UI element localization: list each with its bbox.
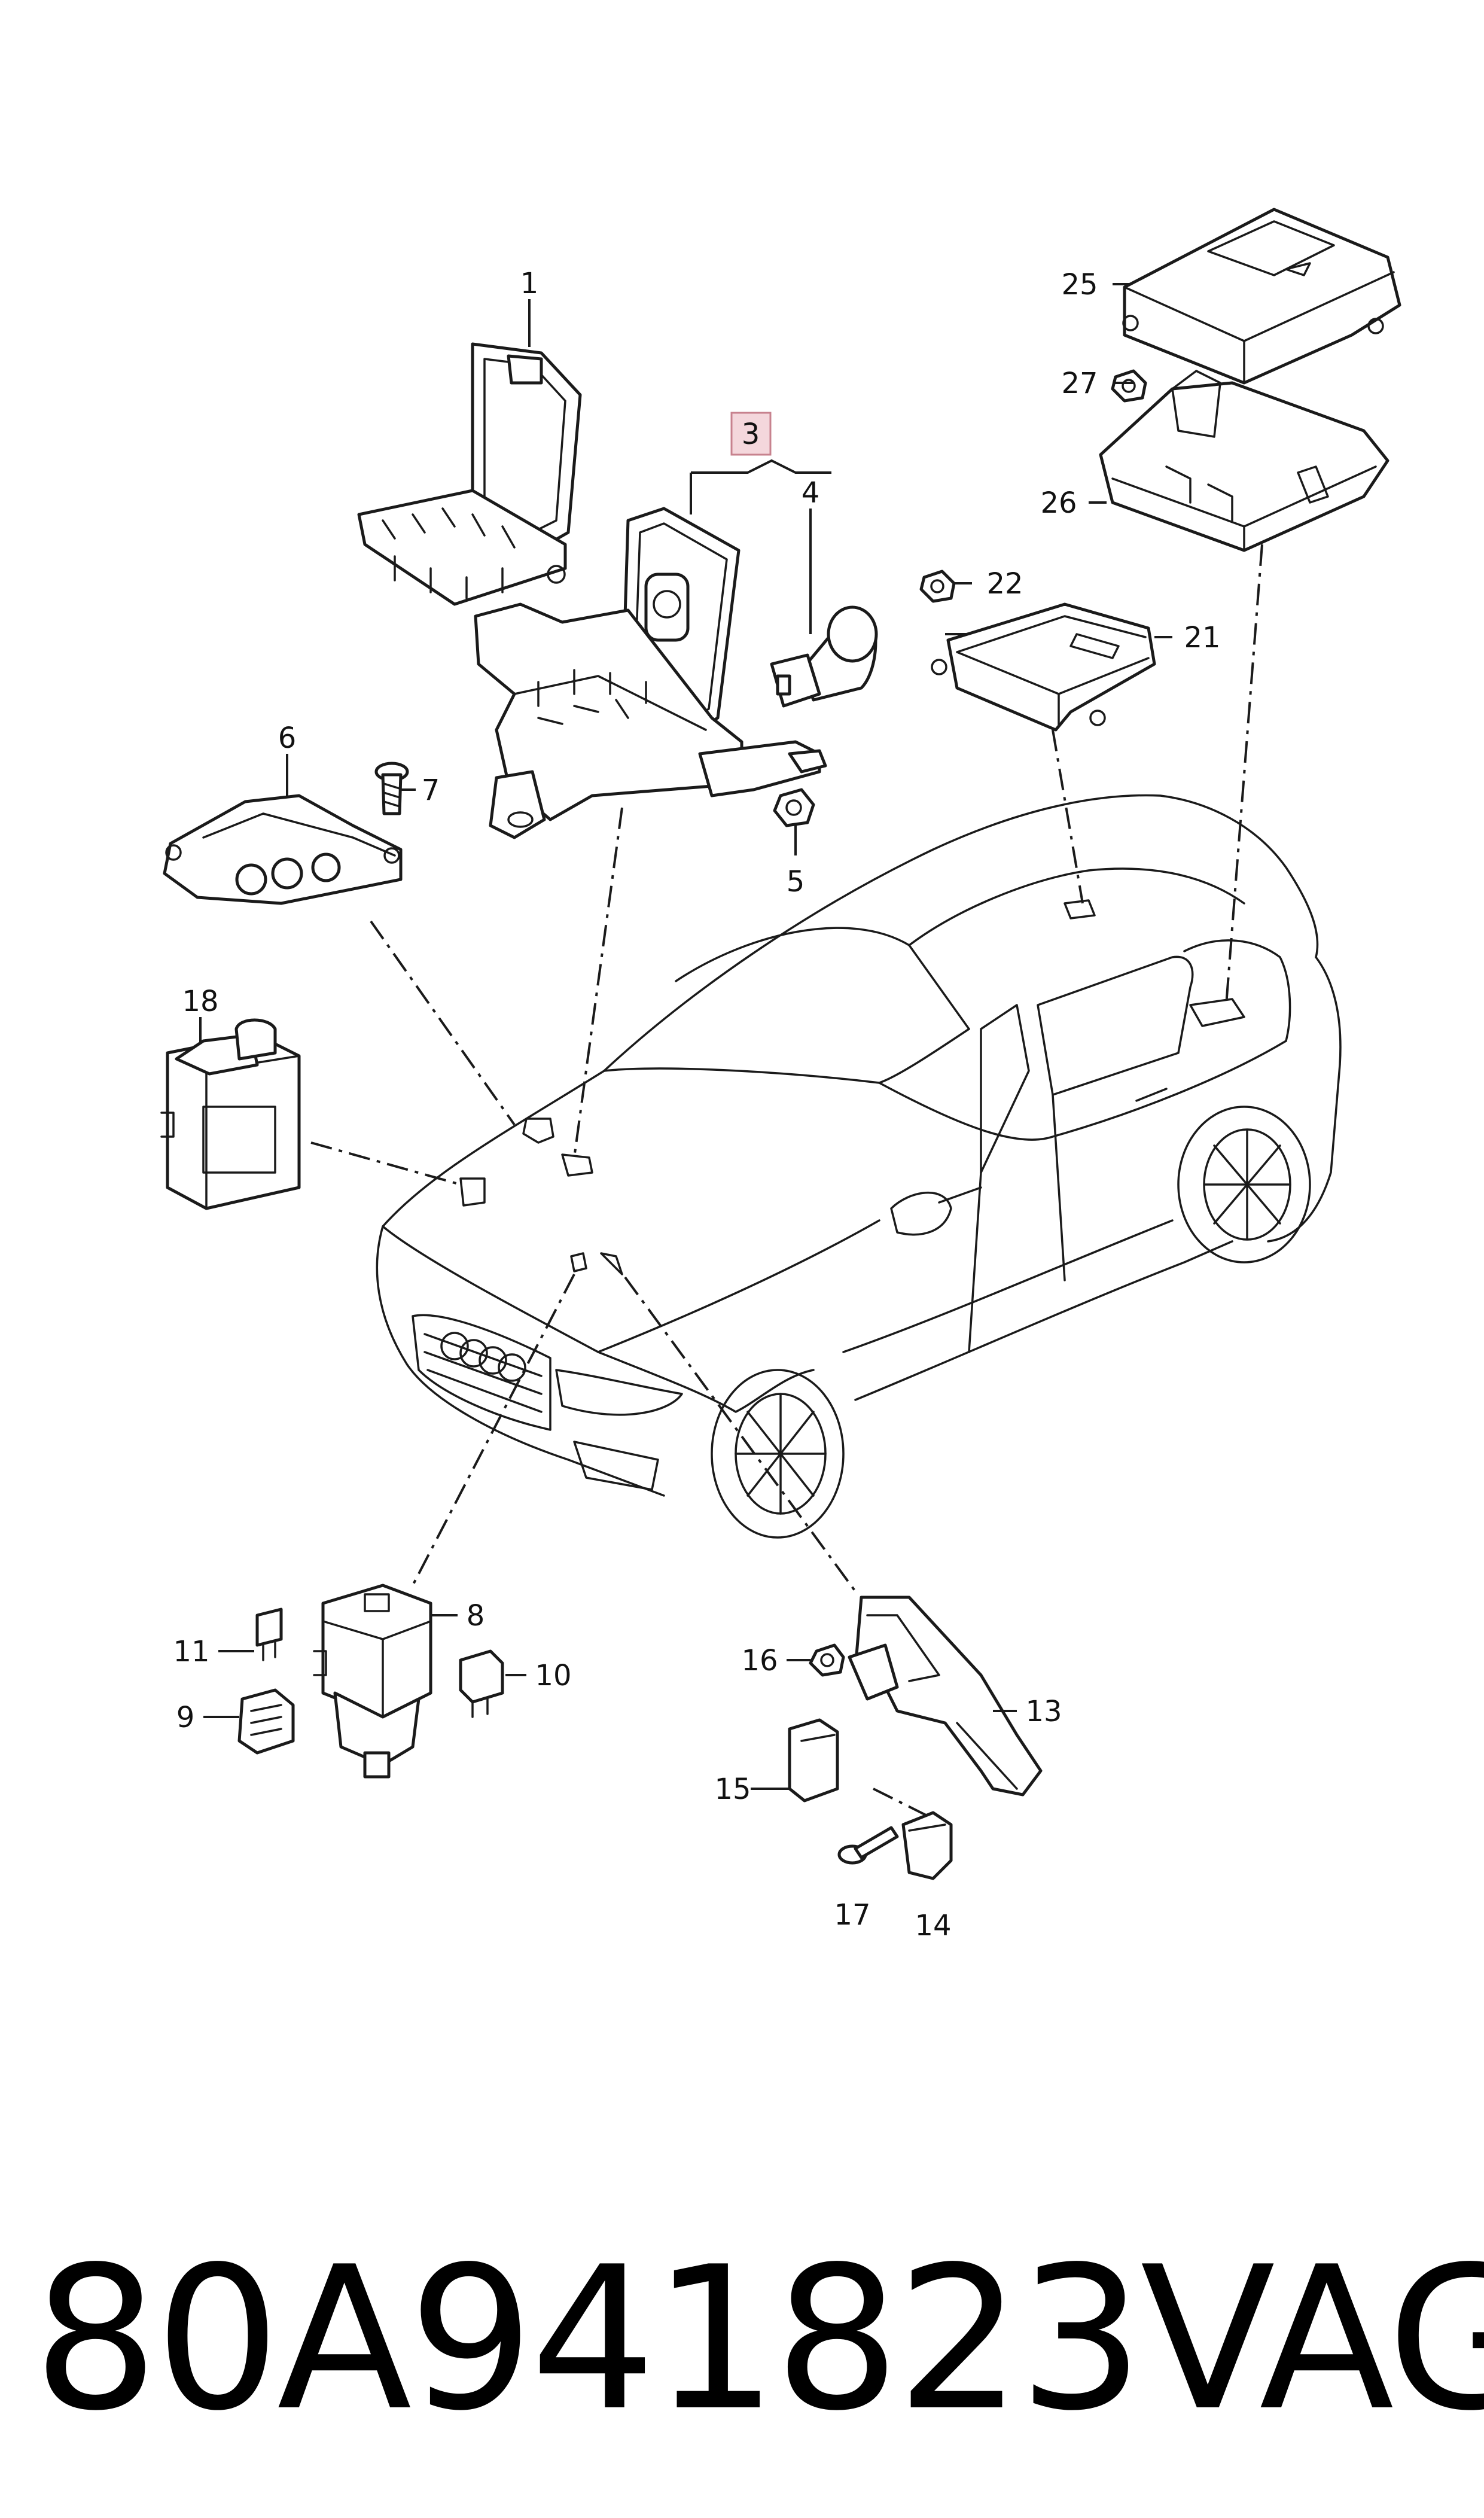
callout-1: 1 xyxy=(520,267,539,300)
part-15-relay xyxy=(788,1718,839,1803)
part-4-connector xyxy=(770,605,878,708)
part-17-screw xyxy=(837,1826,899,1865)
callout-13: 13 xyxy=(1025,1695,1062,1728)
callout-16: 16 xyxy=(741,1644,778,1677)
vehicle-outline xyxy=(376,794,1342,1539)
callout-22: 22 xyxy=(986,567,1023,601)
part-3-ebox-assembly xyxy=(474,507,827,839)
part-18-control-unit xyxy=(160,1018,301,1210)
callout-7: 7 xyxy=(422,774,440,807)
part-13-bracket xyxy=(848,1596,1043,1797)
brand-name: VAG xyxy=(1140,2224,1484,2454)
callout-27: 27 xyxy=(1061,367,1098,400)
callout-26: 26 xyxy=(1040,486,1077,520)
callout-21: 21 xyxy=(1184,621,1220,654)
part-22-nut xyxy=(919,570,956,603)
callout-14: 14 xyxy=(915,1909,951,1942)
mounting-leaders xyxy=(310,544,1263,1820)
callout-11: 11 xyxy=(173,1635,209,1668)
part-26-bracket xyxy=(1099,370,1389,552)
callout-labels: 1 3 4 5 6 7 8 9 10 11 13 14 15 16 17 18 … xyxy=(173,267,1220,1942)
part-16-nut xyxy=(809,1643,845,1677)
callout-8: 8 xyxy=(467,1599,485,1633)
callout-10: 10 xyxy=(535,1659,571,1692)
part-9-holder xyxy=(237,1688,295,1755)
part-7-screw xyxy=(374,762,409,815)
part-25-control-unit xyxy=(1122,208,1401,385)
part-5-nut xyxy=(773,788,815,827)
part-10-relay xyxy=(459,1649,504,1718)
callout-leaders xyxy=(199,283,1172,1790)
part-6-module xyxy=(163,794,403,905)
part-11-fuse xyxy=(255,1607,283,1661)
callout-6: 6 xyxy=(278,721,297,755)
callout-3-highlight xyxy=(730,412,772,456)
part-8-relay-carrier xyxy=(313,1584,432,1779)
part-number: 80A941823 xyxy=(33,2224,1144,2454)
part-14-sensor xyxy=(901,1811,953,1880)
callout-25: 25 xyxy=(1061,268,1098,302)
callout-4: 4 xyxy=(802,476,820,510)
part-21-module xyxy=(931,602,1156,732)
part-1-fuse-box xyxy=(357,342,582,606)
callout-5: 5 xyxy=(787,865,805,899)
callout-9: 9 xyxy=(176,1701,195,1734)
caption-bar: 80A941823 VAG xyxy=(33,2213,1484,2465)
callout-17: 17 xyxy=(834,1898,870,1932)
part-27-nut xyxy=(1111,369,1147,403)
callout-15: 15 xyxy=(714,1773,751,1806)
callout-18: 18 xyxy=(182,985,218,1018)
callout-3: 3 xyxy=(742,418,760,451)
